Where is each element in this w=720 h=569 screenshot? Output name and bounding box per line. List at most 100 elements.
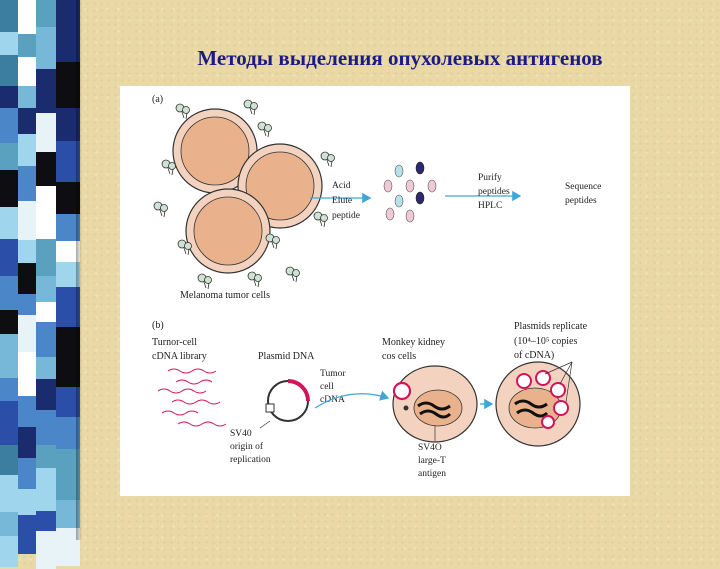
strip-tile [56, 469, 80, 500]
strip-tile [56, 351, 80, 387]
mhc-molecule [257, 121, 272, 138]
mhc-molecule [175, 103, 190, 120]
strip-tile [36, 445, 56, 468]
insert-label-line2: cell [320, 382, 334, 392]
antigen-label-line3: antigen [418, 469, 446, 479]
strip-tile [56, 241, 80, 262]
strip-tile [56, 141, 80, 182]
strip-tile [0, 239, 18, 276]
strip-tile [0, 310, 18, 334]
insert-label-line3: cDNA [320, 395, 345, 405]
strip-tile [36, 379, 56, 410]
strip-tile [36, 113, 56, 152]
strip-tile [0, 401, 18, 445]
step1-line2: Elute [332, 196, 352, 206]
strip-tile [36, 69, 56, 113]
antigen-label-line2: large-T [418, 456, 446, 466]
step2-line2: peptides [478, 187, 510, 197]
library-label-line1: Turnor-cell [152, 337, 197, 348]
strip-tile [18, 108, 36, 134]
figure-panel: (a) Melanoma tumor cells Acid Elute pept… [120, 86, 630, 496]
strip-tile [56, 37, 80, 62]
panel-b-label: (b) [152, 320, 164, 331]
strip-tile [36, 214, 56, 239]
strip-tile [56, 449, 80, 469]
step2-line1: Purify [478, 172, 502, 183]
strip-tile [36, 468, 56, 511]
strip-tile [36, 276, 56, 302]
strip-shadow [76, 0, 82, 540]
mhc-molecule [320, 151, 335, 168]
strip-tile [0, 276, 18, 310]
strip-tile [0, 207, 18, 239]
step2-line3: HPLC [478, 201, 502, 211]
strip-tile [0, 536, 18, 567]
strip-tile [56, 287, 80, 327]
melanoma-label: Melanoma tumor cells [180, 290, 270, 301]
plasmid-vector [265, 379, 310, 422]
cdna-library-strands [157, 368, 227, 427]
replicate-pointer-lines [544, 361, 573, 403]
page-title: Методы выделения опухолевых антигенов [197, 46, 603, 70]
mhc-molecule [243, 99, 258, 116]
strip-tile [36, 322, 56, 357]
strip-tile [18, 458, 36, 489]
strip-tile [18, 396, 36, 427]
strip-tile [56, 108, 80, 141]
figure-illustration: (a) Melanoma tumor cells Acid Elute pept… [152, 94, 601, 479]
strip-tile [0, 334, 18, 378]
arrow-transfect [314, 390, 390, 409]
strip-tile [18, 489, 36, 515]
melanoma-cell-cluster [172, 108, 323, 274]
strip-tile [56, 500, 80, 528]
insert-label-line1: Tumor [320, 369, 346, 379]
strip-tile [18, 34, 36, 57]
strip-tile [0, 170, 18, 207]
strip-tile [56, 62, 80, 86]
strip-tile [18, 201, 36, 240]
strip-tile [36, 357, 56, 379]
strip-tile [18, 427, 36, 458]
strip-tile [36, 239, 56, 276]
strip-tile [0, 0, 18, 32]
panel-a-label: (a) [152, 94, 163, 105]
origin-label-line3: replication [230, 455, 271, 465]
mhc-molecule [197, 273, 212, 290]
strip-tile [0, 86, 18, 108]
step1-line3: peptide [332, 211, 360, 221]
strip-tile [18, 57, 36, 86]
peptide-ovals [383, 161, 437, 223]
strip-tile [56, 417, 80, 449]
library-label-line2: cDNA library [152, 351, 207, 362]
strip-tile [18, 0, 36, 34]
strip-tile [0, 108, 18, 143]
strip-tile [36, 152, 56, 186]
origin-label-line1: SV40 [230, 429, 252, 439]
monkey-label-line1: Monkey kidney [382, 337, 445, 348]
strip-tile [36, 410, 56, 445]
step3-line1: Sequence [565, 182, 601, 192]
strip-tile [56, 262, 80, 287]
strip-tile [0, 475, 18, 512]
mhc-molecule [285, 266, 300, 283]
origin-pointer [259, 420, 271, 429]
mhc-molecule [247, 271, 262, 288]
strip-tile [56, 214, 80, 241]
strip-tile [56, 0, 80, 37]
strip-tile [0, 512, 18, 536]
step3-line2: peptides [565, 196, 597, 206]
strip-tile [18, 315, 36, 352]
mhc-molecule [265, 233, 280, 250]
mhc-molecule [313, 211, 328, 228]
strip-tile [56, 182, 80, 214]
strip-tile [36, 27, 56, 69]
strip-tile [0, 378, 18, 401]
strip-tile [18, 294, 36, 315]
strip-tile [18, 515, 36, 554]
strip-tile [18, 166, 36, 201]
strip-tile [18, 134, 36, 166]
origin-label-line2: origin of [230, 441, 264, 452]
strip-tile [18, 86, 36, 108]
plasmid-label: Plasmid DNA [258, 351, 315, 362]
strip-tile [0, 445, 18, 475]
